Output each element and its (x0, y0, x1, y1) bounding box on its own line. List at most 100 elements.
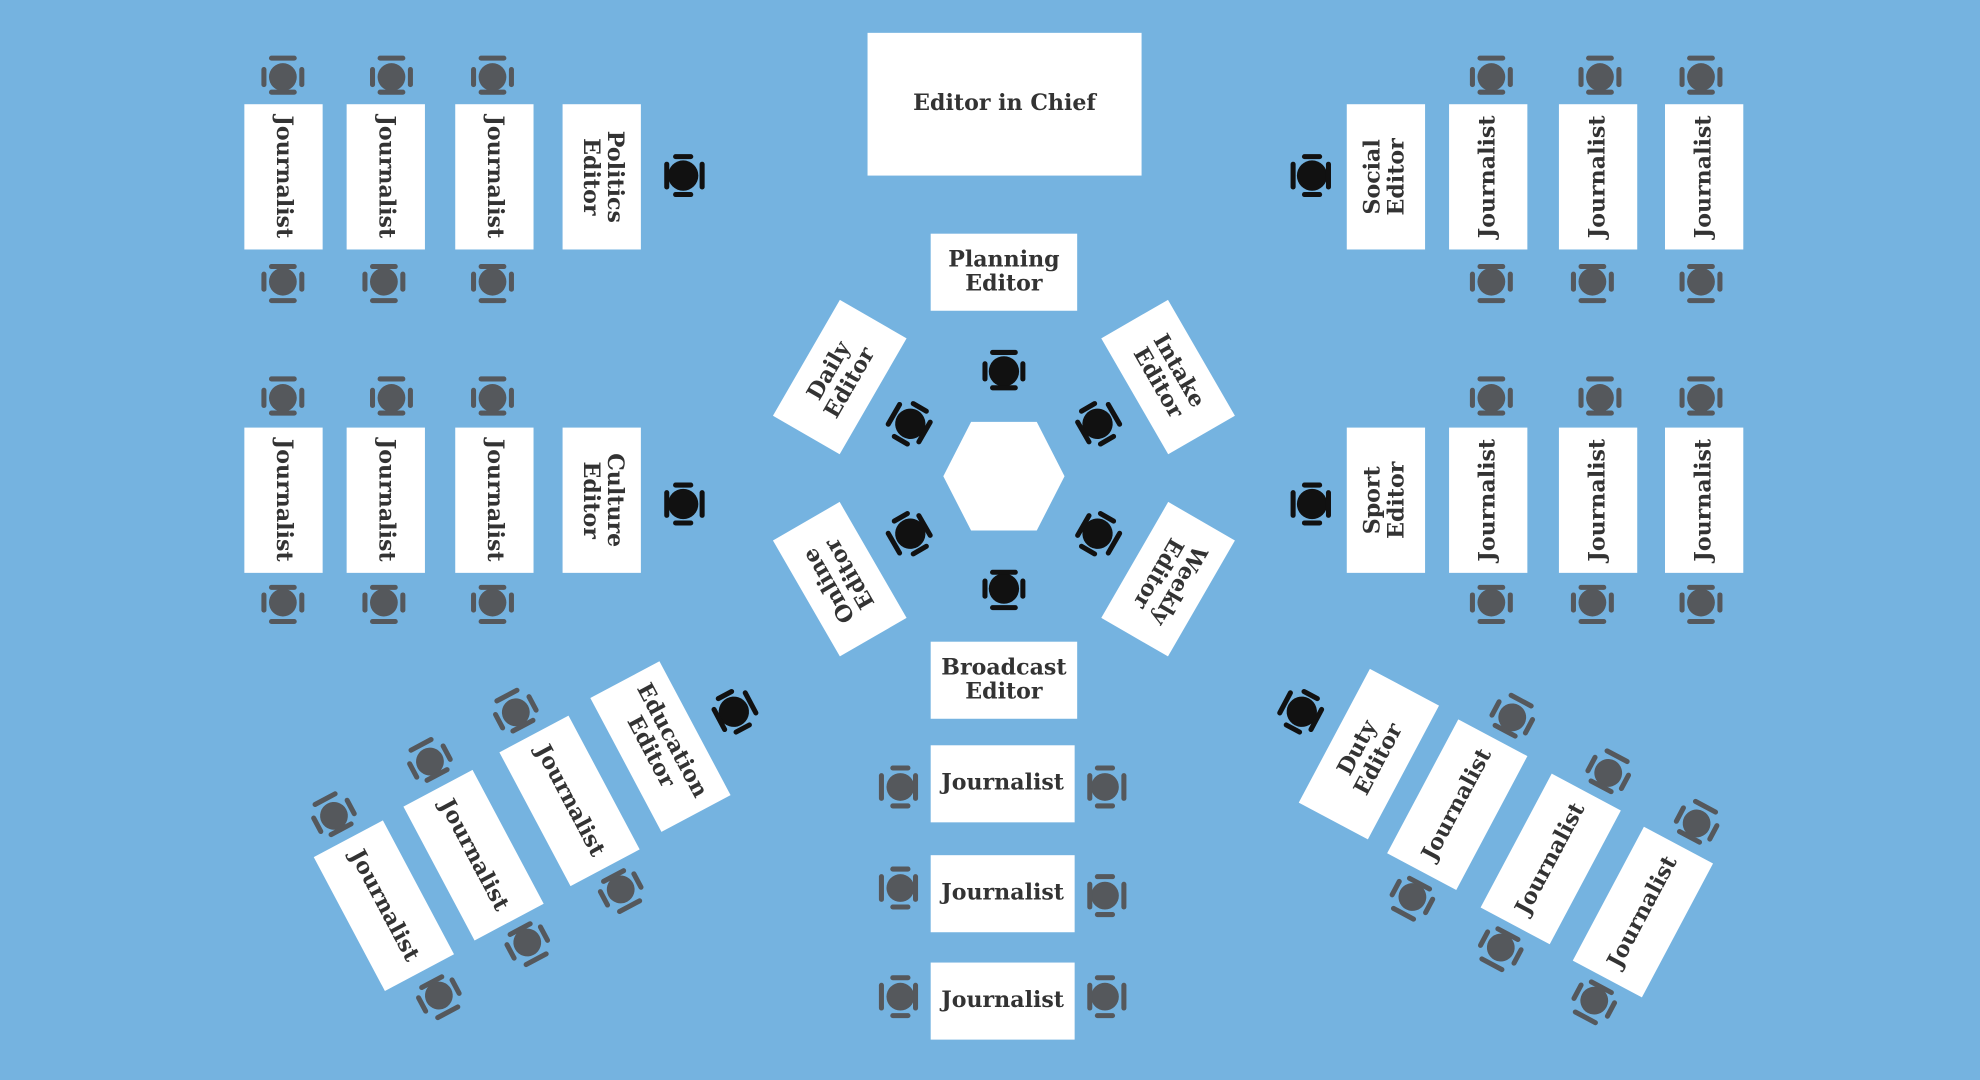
office-chair-icon (1070, 505, 1127, 564)
desk-label: Journalist (373, 438, 400, 562)
desk-culture-editor: Culture Editor (562, 427, 641, 573)
office-chair-icon (982, 569, 1026, 611)
desk-label: Online Editor (797, 533, 880, 628)
desk-journalist: Journalist (244, 427, 323, 573)
office-chair-icon (880, 505, 938, 564)
desk-label: Journalist (1416, 744, 1497, 865)
desk-label: Intake Editor (1127, 329, 1211, 423)
desk-label: Politics Editor (577, 130, 627, 223)
office-chair-icon (707, 682, 763, 740)
desk-journalist: Journalist (930, 745, 1075, 823)
office-chair-icon (1087, 765, 1127, 809)
office-chair-icon (1578, 376, 1622, 416)
office-chair-icon (471, 55, 514, 95)
office-chair-icon (362, 584, 406, 625)
office-chair-icon (1070, 394, 1127, 452)
desk-journalist: Journalist (455, 427, 534, 573)
office-chair-icon (411, 969, 468, 1025)
desk-label: Journalist (941, 987, 1065, 1014)
desk-label: Journalist (1584, 438, 1611, 562)
desk-label: Journalist (1690, 438, 1717, 562)
office-chair-icon (261, 55, 305, 95)
desk-journalist: Journalist (930, 855, 1075, 933)
office-chair-icon (471, 584, 514, 625)
desk-label: Journalist (1474, 438, 1501, 562)
desk-label: Journalist (1474, 115, 1501, 239)
desk-editor-in-chief: Editor in Chief (867, 32, 1142, 176)
desk-journalist: Journalist (1558, 427, 1638, 573)
office-chair-icon (1469, 584, 1513, 625)
desk-journalist: Journalist (346, 104, 425, 250)
desk-label: Culture Editor (577, 453, 627, 548)
desk-journalist: Journalist (455, 104, 534, 250)
desk-label: Education Editor (621, 679, 713, 802)
desk-label: Weekly Editor (1127, 533, 1212, 630)
office-chair-icon (1469, 264, 1513, 304)
office-chair-icon (1469, 55, 1513, 95)
desk-label: Journalist (530, 740, 611, 861)
desk-label: Journalist (1690, 115, 1717, 239)
desk-social-editor: Social Editor (1346, 104, 1426, 250)
desk-planning-editor: Planning Editor (930, 233, 1078, 311)
office-chair-icon (1290, 154, 1331, 198)
desk-journalist: Journalist (346, 427, 425, 573)
office-chair-icon (1679, 264, 1723, 304)
desk-label: Journalist (1510, 798, 1591, 919)
office-chair-icon (664, 154, 705, 198)
office-chair-icon (880, 394, 938, 452)
central-hexagon-table (943, 421, 1065, 531)
desk-label: Sport Editor (1360, 461, 1410, 539)
desk-label: Broadcast Editor (941, 654, 1067, 705)
desk-label: Social Editor (1360, 138, 1410, 216)
office-chair-icon (1679, 55, 1723, 95)
desk-label: Journalist (1602, 851, 1683, 972)
desk-journalist: Journalist (244, 104, 323, 250)
office-chair-icon (1087, 975, 1127, 1019)
office-chair-icon (471, 376, 514, 416)
office-chair-icon (1290, 482, 1331, 526)
desk-label: Journalist (434, 794, 515, 916)
desk-journalist: Journalist (1558, 104, 1638, 250)
office-chair-icon (370, 55, 413, 95)
office-chair-icon (362, 264, 406, 304)
office-chair-icon (1087, 874, 1127, 918)
desk-label: Journalist (941, 880, 1065, 906)
desk-journalist: Journalist (1665, 104, 1744, 250)
office-chair-icon (982, 349, 1026, 391)
desk-label: Daily Editor (802, 337, 880, 423)
desk-sport-editor: Sport Editor (1346, 427, 1426, 573)
desk-label: Journalist (482, 115, 508, 239)
office-chair-icon (1570, 584, 1614, 625)
desk-label: Planning Editor (948, 246, 1060, 297)
office-chair-icon (471, 264, 514, 304)
office-chair-icon (1578, 55, 1622, 95)
office-chair-icon (1272, 682, 1329, 740)
desk-label: Journalist (941, 770, 1065, 796)
desk-label: Journalist (271, 115, 297, 239)
desk-label: Journalist (373, 115, 400, 239)
desk-label: Journalist (1584, 115, 1611, 239)
office-chair-icon (1679, 376, 1723, 416)
office-chair-icon (878, 866, 919, 910)
desk-label: Journalist (271, 438, 297, 562)
desk-label: Journalist (482, 438, 508, 562)
office-chair-icon (878, 765, 919, 809)
desk-journalist: Journalist (1449, 104, 1528, 250)
desk-politics-editor: Politics Editor (562, 104, 641, 250)
desk-journalist: Journalist (1665, 427, 1744, 573)
desk-label: Journalist (344, 845, 425, 966)
desk-journalist: Journalist (1449, 427, 1528, 573)
desk-journalist: Journalist (930, 962, 1075, 1040)
office-chair-icon (664, 482, 705, 526)
desk-label: Editor in Chief (913, 90, 1096, 117)
office-chair-icon (370, 376, 413, 416)
desk-broadcast-editor: Broadcast Editor (930, 641, 1078, 719)
office-chair-icon (1570, 264, 1614, 304)
office-chair-icon (261, 264, 305, 304)
office-chair-icon (1679, 584, 1723, 625)
office-chair-icon (261, 584, 305, 625)
office-chair-icon (1469, 376, 1513, 416)
office-chair-icon (261, 376, 305, 416)
office-chair-icon (878, 975, 919, 1019)
